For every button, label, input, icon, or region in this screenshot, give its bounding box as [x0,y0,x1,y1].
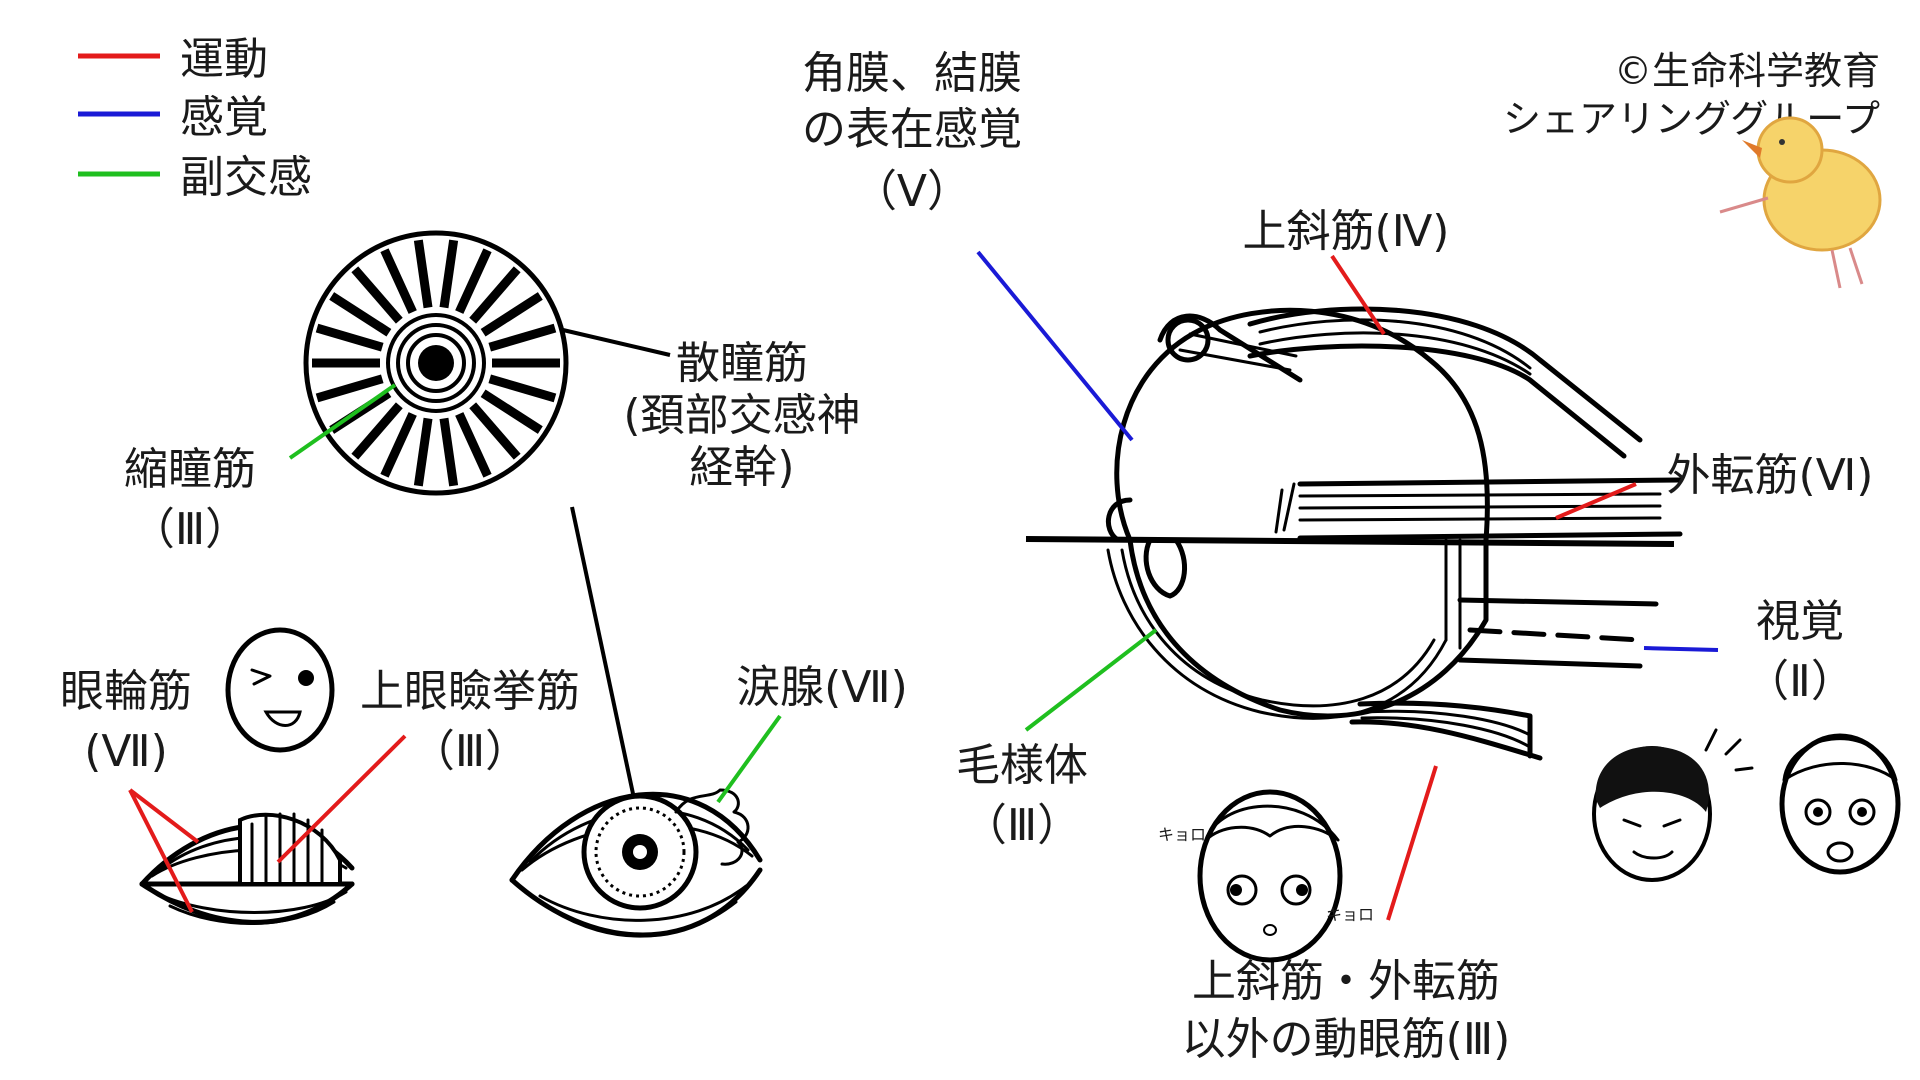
sphincter-label-line2: （Ⅲ） [131,504,249,555]
vision-label-line2: （Ⅱ） [1745,656,1855,707]
lacrimal-pointer [716,714,782,804]
iris-spoke [469,402,521,460]
cornea-label-line1: 角膜、結膜 [802,48,1022,99]
kyoro-text-2: キョロ [1326,905,1374,924]
other-muscles-label-line2: 以外の動眼筋(Ⅲ) [1182,1014,1511,1065]
iris-spoke [488,323,557,352]
legend: 運動 感覚 副交感 [78,34,312,203]
orbicularis-pointer-2 [128,789,194,913]
eyelid-diagram [139,812,355,925]
levator-label-line1: 上眼瞼挙筋 [360,666,580,717]
iris-spoke [329,292,392,337]
ciliary-label-line2: （Ⅲ） [963,800,1081,851]
open-eye-diagram [509,788,763,938]
iris-spoke [488,374,557,403]
iris-spoke [480,389,543,434]
ciliary-pointer [1024,628,1158,732]
kyoro-text-1: キョロ [1158,825,1206,844]
levator-pointer [276,734,407,864]
sphincter-label-line1: 縮瞳筋 [124,444,256,495]
face-look-around-icon: キョロ キョロ [1158,789,1374,963]
sphincter-pointer [288,383,397,460]
dilator-label-line2: (頚部交感神 [623,390,860,441]
dilator-label-line1: 散瞳筋 [676,338,808,389]
other-muscles-pointer [1386,765,1438,921]
iris-spoke [351,266,403,324]
face-shocked-pair-icon [1592,728,1901,882]
ciliary-label-line1: 毛様体 [956,740,1088,791]
face-wink-icon [225,627,335,753]
credit-line1: ©生命科学教育 [1614,49,1880,93]
credit-line2: シェアリンググループ [1503,97,1880,141]
lateral-rectus-pointer [1555,482,1637,520]
orbicularis-label-line1: 眼輪筋 [60,666,192,717]
orbicularis-label-line2: (Ⅶ) [84,726,168,777]
dilator-label-line3: 経幹) [689,442,794,493]
iris-spoke [413,417,433,487]
iris-spoke [380,248,417,314]
legend-parasympathetic-label: 副交感 [180,152,312,203]
iris-spoke [480,292,543,337]
iris-spoke [380,412,417,478]
superior-oblique-label: 上斜筋(Ⅳ) [1243,206,1450,257]
other-muscles-label-line1: 上斜筋・外転筋 [1192,956,1500,1007]
superior-oblique-pointer [1330,254,1386,336]
iris-spoke [315,323,384,352]
levator-label-line2: （Ⅲ） [411,726,529,777]
iris-spoke [469,266,521,324]
vision-label-line1: 視覚 [1756,596,1844,647]
iris-spoke [413,239,433,309]
iris-diagram [303,230,569,496]
iris-spoke [455,412,492,478]
iris-spoke [315,374,384,403]
legend-motor-label: 運動 [180,34,268,85]
optic-pointer [1643,646,1719,652]
cornea-label-line2: の表在感覚 [802,104,1022,155]
lateral-rectus-label: 外転筋(Ⅵ) [1667,450,1874,501]
iris-spoke [455,248,492,314]
cornea-label-line3: （Ⅴ） [853,166,971,217]
dilator-pointer [562,328,671,357]
eyeball-cross-section [1025,306,1683,761]
lacrimal-label: 涙腺(Ⅶ) [736,662,908,713]
iris-spoke [439,417,459,487]
orbicularis-pointer-1 [128,788,200,844]
chick-icon [1719,116,1882,289]
iris-to-eye-pointer [570,506,644,837]
iris-spoke [439,239,459,309]
legend-sensory-label: 感覚 [180,92,268,143]
iris-spoke [351,402,403,460]
cornea-pointer [976,250,1134,442]
